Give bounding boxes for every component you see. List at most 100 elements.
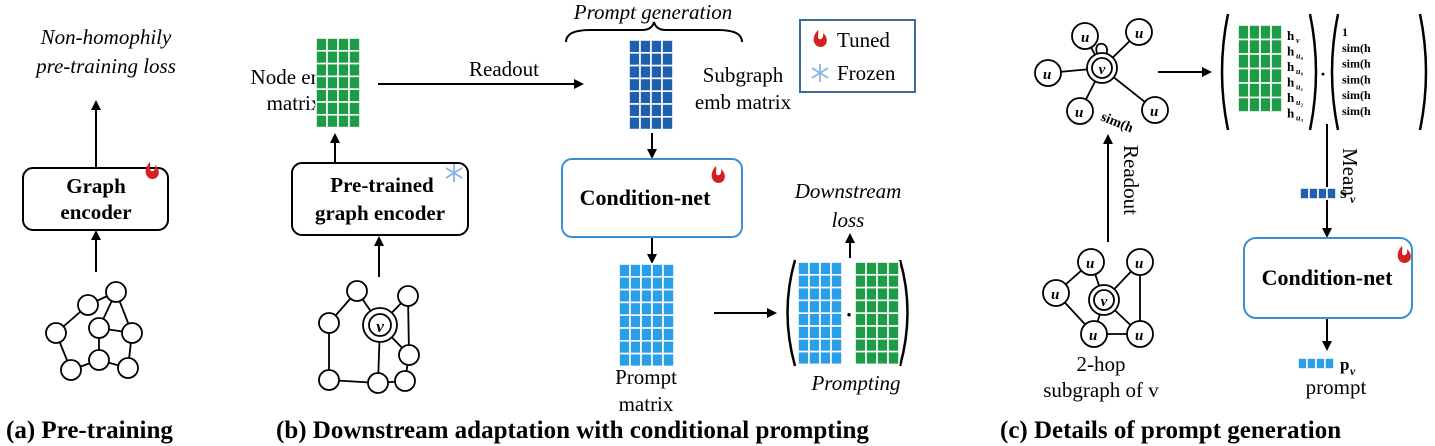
matrix-cell — [640, 301, 653, 316]
matrix-cell — [650, 64, 663, 80]
matrix-cell — [650, 51, 663, 67]
c-readout-label: Readout — [1119, 145, 1143, 215]
matrix-cell — [876, 299, 889, 314]
matrix-cell — [1306, 357, 1317, 370]
matrix-entry: sim(h — [1342, 57, 1371, 71]
matrix-cell — [830, 273, 843, 289]
matrix-cell — [326, 114, 339, 129]
matrix-entry: sim(h — [1342, 72, 1371, 86]
s-v-label: s — [1340, 183, 1347, 202]
matrix-cell — [628, 103, 641, 118]
matrix-cell — [887, 273, 900, 289]
matrix-cell — [830, 312, 843, 327]
matrix-cell — [876, 261, 889, 276]
matrix-cell — [618, 288, 631, 304]
p-v-sub: v — [1350, 364, 1356, 378]
matrix-cell — [651, 327, 664, 342]
matrix-cell — [854, 261, 867, 276]
center-node-v: v — [376, 317, 384, 336]
matrix-cell — [662, 275, 675, 291]
prompting-blue-matrix — [797, 261, 843, 366]
matrix-cell — [865, 312, 878, 327]
s-v-sub: v — [1350, 192, 1356, 206]
matrix-cell — [1248, 53, 1261, 70]
p-v-label: p — [1340, 355, 1349, 374]
matrix-cell — [865, 337, 878, 353]
matrix-cell — [876, 337, 889, 353]
condition-net-box — [561, 158, 743, 238]
matrix-entry: h — [1287, 28, 1295, 43]
matrix-cell — [315, 88, 328, 103]
matrix-cell — [1248, 24, 1261, 41]
matrix-cell — [1299, 187, 1310, 200]
flame-icon — [145, 162, 159, 179]
matrix-cell — [887, 299, 900, 314]
matrix-cell — [662, 263, 675, 278]
matrix-cell — [819, 350, 832, 366]
matrix-cell — [639, 103, 652, 118]
matrix-cell — [651, 314, 664, 329]
matrix-cell — [326, 88, 339, 103]
matrix-entry: sim(h — [1342, 41, 1371, 55]
prompt-matrix-label-line1: Prompt — [615, 365, 677, 389]
c-left-paren — [1220, 13, 1230, 131]
center-v-top: v — [1099, 62, 1106, 78]
matrix-entry-subscript: u₁ — [1296, 83, 1303, 92]
matrix-cell — [797, 350, 810, 366]
matrix-cell — [651, 301, 664, 316]
matrix-cell — [830, 325, 843, 340]
matrix-cell — [661, 51, 674, 67]
center-v-bottom: v — [1101, 294, 1108, 310]
matrix-cell — [629, 288, 642, 304]
matrix-cell — [887, 350, 900, 366]
node-u3-top: u — [1081, 30, 1089, 46]
matrix-cell — [629, 314, 642, 329]
pretraining-loss-line1: Non-homophily — [40, 25, 172, 49]
matrix-cell — [876, 286, 889, 302]
matrix-cell — [618, 339, 631, 355]
matrix-cell — [865, 350, 878, 366]
matrix-cell — [808, 261, 821, 276]
node-u1-top: u — [1075, 105, 1083, 121]
matrix-entry-subscript: u₀ — [1296, 67, 1303, 76]
matrix-cell — [662, 301, 675, 316]
matrix-cell — [854, 312, 867, 327]
prompt-generation-brace — [565, 21, 743, 43]
input-graph-b — [318, 280, 420, 394]
matrix-cell — [854, 286, 867, 302]
matrix-cell — [819, 337, 832, 353]
matrix-cell — [887, 325, 900, 340]
matrix-cell — [618, 275, 631, 291]
matrix-cell — [876, 350, 889, 366]
matrix-cell — [629, 327, 642, 342]
matrix-cell — [808, 350, 821, 366]
matrix-cell — [830, 261, 843, 276]
matrix-cell — [854, 337, 867, 353]
node-u4-bottom: u — [1135, 256, 1143, 272]
matrix-cell — [639, 39, 652, 54]
matrix-cell — [315, 37, 328, 52]
matrix-cell — [618, 263, 631, 278]
node-emb-label-line2: matrix — [267, 91, 322, 115]
matrix-cell — [639, 64, 652, 80]
matrix-cell — [348, 75, 361, 91]
flame-icon — [1397, 246, 1411, 263]
matrix-cell — [1237, 82, 1250, 99]
matrix-cell — [854, 350, 867, 366]
matrix-cell — [337, 101, 350, 116]
matrix-cell — [865, 325, 878, 340]
matrix-cell — [797, 299, 810, 314]
matrix-entry: h — [1287, 75, 1295, 90]
left-paren — [786, 259, 797, 367]
matrix-cell — [618, 314, 631, 329]
matrix-cell — [639, 77, 652, 93]
matrix-cell — [315, 49, 328, 65]
matrix-cell — [797, 337, 810, 353]
subgraph-emb-label-line2: emb matrix — [695, 90, 792, 114]
matrix-cell — [629, 339, 642, 355]
matrix-cell — [650, 90, 663, 105]
matrix-cell — [629, 301, 642, 316]
pretrained-encoder-line1: Pre-trained — [330, 173, 434, 197]
